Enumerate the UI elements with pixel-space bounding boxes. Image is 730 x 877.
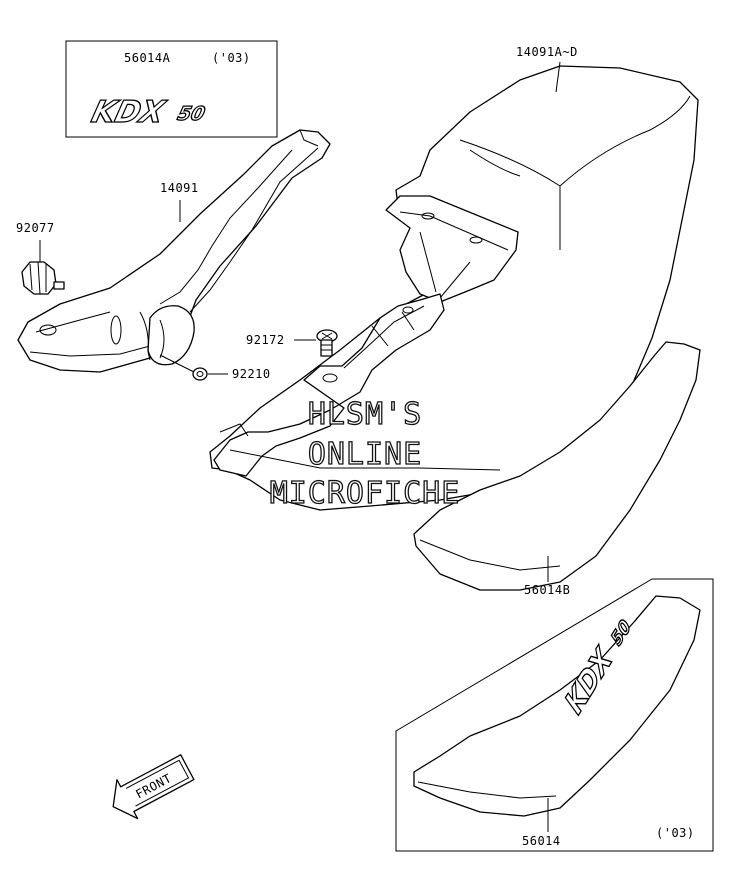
label-92077: 92077 bbox=[16, 221, 55, 235]
decal-56014A-box: 56014A ('03) KDX 50 bbox=[65, 40, 278, 138]
label-56014A: 56014A bbox=[124, 51, 171, 65]
bolt-92172 bbox=[316, 329, 338, 357]
label-56014: 56014 bbox=[522, 834, 561, 848]
decal-56014-box: KDX 50 56014 ('03) bbox=[395, 578, 714, 852]
label-92172: 92172 bbox=[246, 333, 285, 347]
logo-sub-text: 50 bbox=[175, 102, 207, 125]
kdx50-logo-small: KDX 50 bbox=[87, 95, 208, 131]
side-cover-14091 bbox=[17, 129, 331, 373]
label-56014B: 56014B bbox=[524, 583, 570, 597]
collar-92210 bbox=[192, 367, 208, 381]
label-year-top: ('03) bbox=[212, 51, 251, 65]
logo-main-text: KDX bbox=[88, 95, 169, 129]
decal-56014B bbox=[413, 341, 701, 591]
label-14091: 14091 bbox=[160, 181, 199, 195]
watermark: HLSM'S ONLINE MICROFICHE bbox=[269, 396, 461, 511]
label-92210: 92210 bbox=[232, 367, 271, 381]
watermark-line-2: ONLINE bbox=[308, 437, 422, 472]
knob-bolt-92077 bbox=[21, 261, 65, 295]
label-year-bottom: ('03) bbox=[656, 826, 695, 840]
watermark-line-3: MICROFICHE bbox=[270, 476, 461, 511]
seat-cowl-14091A-D bbox=[209, 65, 699, 511]
front-arrow-icon: FRONT bbox=[112, 754, 195, 820]
watermark-line-1: HLSM'S bbox=[308, 397, 422, 432]
label-14091A-D: 14091A~D bbox=[516, 45, 578, 59]
